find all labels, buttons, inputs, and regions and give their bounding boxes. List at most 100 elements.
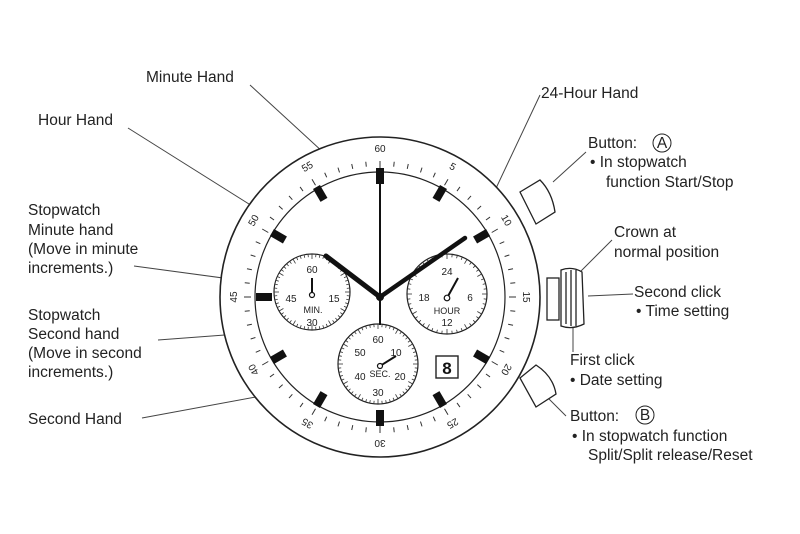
hour-marker-2 bbox=[473, 229, 491, 244]
leader-second-click bbox=[587, 293, 634, 297]
subdial-24-tick bbox=[426, 324, 430, 329]
subdial-second-tick bbox=[389, 399, 391, 403]
label-minute-hand: Minute Hand bbox=[146, 69, 234, 86]
bezel-tick bbox=[299, 186, 304, 192]
subdial-minute-tick bbox=[278, 308, 284, 312]
bezel-tick bbox=[337, 421, 340, 427]
subdial-minute-tick bbox=[274, 283, 278, 286]
subdial-second-right: 20 bbox=[394, 372, 406, 383]
bezel-tick bbox=[406, 425, 409, 431]
subdial-second-tick bbox=[357, 394, 361, 399]
bezel-number-15: 15 bbox=[520, 291, 531, 303]
center-pin bbox=[376, 293, 384, 301]
label-button-a-line-2: function Start/Stop bbox=[606, 174, 734, 191]
bezel-number-40: 40 bbox=[247, 361, 262, 377]
subdial-24-tick bbox=[415, 316, 418, 319]
subdial-minute-tick bbox=[346, 298, 350, 301]
bezel-tick bbox=[365, 427, 367, 433]
subdial-24-tick bbox=[418, 319, 422, 323]
subdial-minute: 60 45 15 30 MIN. bbox=[273, 253, 351, 331]
bezel-tick bbox=[278, 384, 283, 389]
subdial-minute-tick bbox=[278, 272, 284, 276]
button-a-circle bbox=[652, 133, 672, 153]
subdial-24-tick bbox=[422, 323, 425, 326]
bezel-tick bbox=[508, 323, 514, 326]
label-hour-hand: Hour Hand bbox=[38, 112, 113, 129]
subdial-minute-tick bbox=[292, 258, 296, 264]
subdial-second-tick bbox=[338, 355, 342, 357]
subdial-second-tick bbox=[405, 388, 408, 392]
subdial-minute-tick bbox=[335, 317, 338, 321]
subdial-minute-tick bbox=[340, 272, 346, 276]
bezel-tick bbox=[351, 163, 354, 169]
bezel-tick-marks bbox=[244, 161, 516, 433]
subdial-second-tick bbox=[408, 381, 413, 385]
subdial-second-tick bbox=[407, 340, 411, 343]
hour-marker-6 bbox=[376, 410, 384, 426]
subdial-24-tick bbox=[431, 328, 434, 332]
subdial-second-tick bbox=[345, 340, 349, 343]
subdial-24-tick bbox=[409, 307, 413, 310]
button-b-circle bbox=[635, 405, 655, 425]
subdial-minute-tick bbox=[340, 308, 346, 312]
subdial-minute-tick bbox=[275, 302, 279, 305]
subdial-24-tick bbox=[469, 323, 472, 326]
subdial-24-tick bbox=[476, 316, 479, 319]
bezel-tick bbox=[288, 394, 293, 399]
bezel-tick bbox=[499, 349, 505, 353]
subdial-minute-tick bbox=[345, 302, 349, 305]
subdial-minute-tick bbox=[281, 269, 284, 272]
subdial-minute-tick bbox=[325, 323, 328, 327]
bezel-tick bbox=[406, 163, 409, 169]
subdial-second-bottom: 30 bbox=[372, 388, 384, 399]
hour-hand bbox=[323, 253, 383, 300]
label-first-click-2: • Date setting bbox=[570, 372, 662, 389]
subdial-24-tick bbox=[460, 328, 463, 332]
subdial-minute-tick bbox=[277, 276, 281, 279]
subdial-second-top: 60 bbox=[372, 335, 384, 346]
bezel-tick bbox=[261, 361, 269, 366]
subdial-second-tick bbox=[348, 388, 351, 392]
label-stopwatch-minute-3: (Move in minute bbox=[28, 241, 138, 258]
hour-marker-4 bbox=[473, 349, 491, 364]
bezel-tick bbox=[432, 416, 436, 422]
subdial-second-tick bbox=[343, 381, 348, 385]
callout-labels: Minute Hand Hour Hand 24-Hour Hand Stopw… bbox=[28, 69, 753, 464]
subdial-minute-tick bbox=[274, 298, 278, 301]
subdial-second-tick bbox=[348, 336, 351, 340]
subdial-24-hour: 24 18 6 12 HOUR bbox=[406, 253, 488, 335]
bezel-number-60: 60 bbox=[374, 144, 386, 155]
subdial-minute-tick bbox=[345, 279, 349, 282]
subdial-second-tick bbox=[365, 325, 367, 329]
subdial-second-tick bbox=[354, 393, 357, 397]
bezel-number-10: 10 bbox=[498, 213, 513, 229]
subdial-minute-tick bbox=[286, 317, 289, 321]
subdial-minute-tick bbox=[283, 266, 287, 269]
bezel-tick bbox=[299, 402, 304, 408]
button-a-pusher bbox=[519, 179, 556, 225]
subdial-second-tick bbox=[408, 343, 413, 347]
bezel-tick bbox=[504, 254, 510, 257]
subdial-24-tick bbox=[456, 255, 458, 259]
hour-marker-10 bbox=[269, 229, 287, 244]
subdial-second-upper-right: 10 bbox=[390, 348, 402, 359]
bezel-tick bbox=[456, 186, 461, 192]
subdial-second-upper-left: 50 bbox=[354, 348, 366, 359]
subdial-second-tick bbox=[350, 391, 354, 394]
subdial-second-tick bbox=[343, 343, 348, 347]
bezel-tick bbox=[250, 337, 256, 340]
subdial-minute-tick bbox=[292, 320, 296, 326]
subdial-minute-right: 15 bbox=[328, 294, 340, 305]
label-button-a-letter: A bbox=[657, 135, 668, 152]
subdial-minute-tick bbox=[337, 315, 341, 318]
subdial-minute-tick bbox=[303, 254, 306, 258]
bezel-tick bbox=[508, 268, 514, 271]
subdial-second-tick bbox=[399, 331, 402, 335]
button-b-pusher bbox=[519, 364, 557, 408]
subdial-24-right: 6 bbox=[467, 293, 473, 304]
subdial-second-tick bbox=[414, 355, 418, 357]
bezel-tick bbox=[477, 205, 482, 210]
subdial-second-tick bbox=[369, 324, 371, 328]
main-hands bbox=[323, 180, 468, 325]
